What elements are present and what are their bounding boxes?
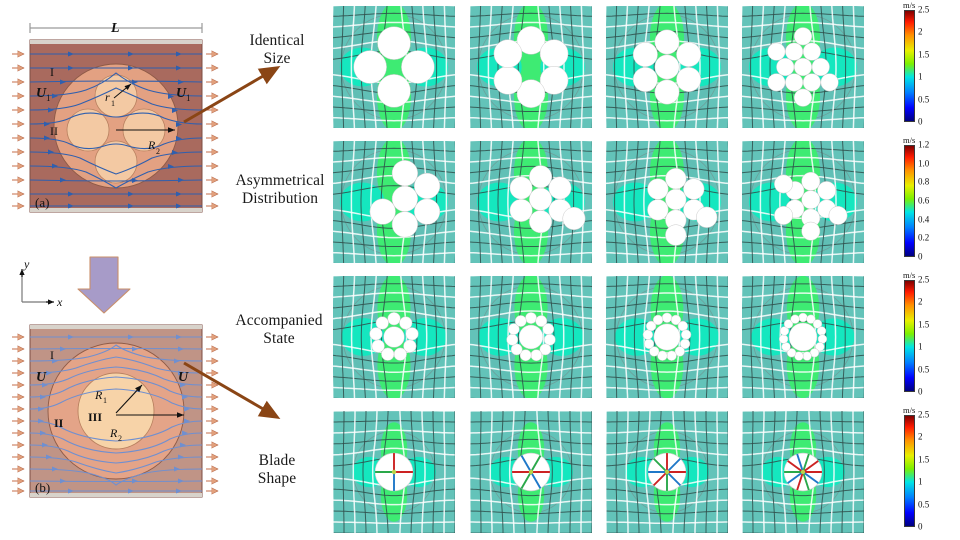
row-label-line1: Accompanied [235,312,323,329]
colorbar-tick-label: 0 [918,116,923,127]
arrow-up-right-icon [183,65,281,124]
cfd-tile-r1-c3 [606,6,728,128]
cfd-tile-r2-c1 [333,141,455,263]
cfd-tile-r1-c1 [333,6,455,128]
cfd-tile-r4-c2 [470,411,592,533]
row-label-blade-shape: Blade Shape [222,452,332,489]
row-label-asymmetrical-distribution: Asymmetrical Distribution [222,172,338,209]
panel-b-velocity-label-right: U [178,370,189,385]
colorbar-tick-label: 1.5 [918,319,930,330]
colorbar-tick-label: 0.5 [918,94,930,105]
colorbar-tick-label: 0.6 [918,195,930,206]
cfd-tile-r2-c3 [606,141,728,263]
colorbar-tick-label: 2 [918,296,923,307]
colorbar-tick-label: 1 [918,341,923,352]
colorbar-gradient-strip [904,280,915,392]
schematic-panel-a: L I U 1 U 1 II r 1 R 2 (a) [8,18,230,233]
colorbar-gradient-strip [904,415,915,527]
cfd-tile-r3-c4 [742,276,864,398]
cfd-tile-r1-c4 [742,6,864,128]
row-label-line1: Blade [258,452,296,469]
colorbar-tick-label: 0.8 [918,176,930,187]
colorbar-tick-label: 2.5 [918,4,930,15]
cfd-tile-r2-c4 [742,141,864,263]
cfd-tile-r3-c2 [470,276,592,398]
dimension-line-L [29,23,203,33]
colorbar-tick-label: 0 [918,251,923,262]
colorbar-tick-label: 1.5 [918,454,930,465]
colorbar-unit-label: m/s [903,270,916,280]
colorbar-tick-label: 1.2 [918,139,930,150]
colorbar-unit-label: m/s [903,0,916,10]
colorbar-tick-label: 1 [918,71,923,82]
panel-a-tag: (a) [35,195,49,210]
colorbar-tick-label: 0.4 [918,214,930,225]
cfd-tile-r1-c2 [470,6,592,128]
colorbar-tick-label: 0 [918,521,923,532]
row-label-line2: Distribution [241,190,319,208]
axis-label-y: y [23,257,30,271]
cfd-tile-r4-c1 [333,411,455,533]
row-label-line1: Identical [249,32,305,49]
row-label-identical-size: Identical Size [222,32,332,69]
colorbar-tick-label: 1.0 [918,158,930,169]
cfd-tile-r2-c2 [470,141,592,263]
colorbar-unit-label: m/s [903,135,916,145]
colorbar-tick-label: 2 [918,431,923,442]
cfd-tile-r4-c4 [742,411,864,533]
panel-a-radius-large: R [147,138,156,152]
schematic-panel-b: I U U II III R 1 R 2 (b) [8,315,230,520]
panel-b-radius-outer: R [109,426,118,440]
panel-a-dimension-label: L [110,21,120,36]
panel-b-region-II: II [54,416,64,430]
colorbar-tick-label: 1.5 [918,49,930,60]
panel-a-radius-large-sub: 2 [156,147,160,156]
panel-b-region-I: I [50,348,54,362]
panel-a-velocity-label-right: U [176,86,187,101]
row-label-line2: Size [263,50,291,68]
panel-b-region-III: III [88,410,102,424]
cfd-tile-r3-c3 [606,276,728,398]
colorbar-tick-label: 2.5 [918,409,930,420]
colorbar-unit-label: m/s [903,405,916,415]
colorbar-tick-label: 2 [918,26,923,37]
row-label-accompanied-state: Accompanied State [222,312,336,349]
panel-b-radius-inner: R [94,388,103,402]
panel-a-radius-small: r [105,90,110,104]
panel-b-radius-outer-sub: 2 [118,434,122,443]
axis-indicator: y x [19,257,63,309]
panel-a-velocity-label: U [36,86,47,101]
panel-b-tag: (b) [35,480,50,495]
cfd-tile-r4-c3 [606,411,728,533]
colorbar-tick-label: 0.2 [918,232,930,243]
panel-b-radius-inner-sub: 1 [103,396,107,405]
arrow-down-right-icon [183,361,281,420]
panel-a-velocity-sub-right: 1 [186,93,191,103]
colorbar-tick-label: 0.5 [918,499,930,510]
axis-and-transition-arrow: y x [8,255,168,317]
row-label-line1: Asymmetrical [235,172,325,189]
panel-a-region-II: II [50,124,58,138]
colorbar-gradient-strip [904,145,915,257]
panel-a-radius-small-sub: 1 [111,99,115,108]
panel-b-velocity-label: U [36,370,47,385]
axis-label-x: x [56,295,63,309]
panel-a-velocity-sub: 1 [46,93,51,103]
cfd-tile-r3-c1 [333,276,455,398]
colorbar-tick-label: 2.5 [918,274,930,285]
down-arrow-icon [77,256,131,314]
panel-a-region-I: I [50,65,54,79]
colorbar-tick-label: 0.5 [918,364,930,375]
colorbar-tick-label: 1 [918,476,923,487]
colorbar-tick-label: 0 [918,386,923,397]
row-label-line2: Shape [257,470,297,488]
colorbar-gradient-strip [904,10,915,122]
row-label-line2: State [263,330,295,348]
